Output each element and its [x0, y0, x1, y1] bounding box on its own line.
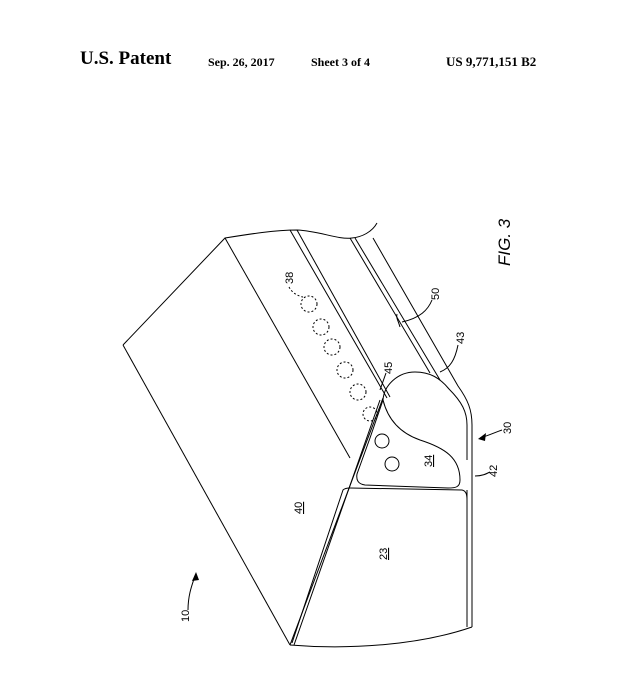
label-38: 38: [284, 272, 296, 284]
strip-line-3: [349, 237, 431, 374]
arrowhead-30: [478, 433, 486, 441]
dashed-hole: [312, 318, 330, 336]
outer-edge: [122, 222, 378, 346]
top-face-edge: [224, 237, 351, 459]
hole: [384, 456, 400, 472]
right-edge: [372, 237, 473, 627]
leader-42: [474, 471, 491, 477]
long-left-edge: [122, 344, 291, 646]
patent-number: US 9,771,151 B2: [446, 54, 537, 69]
diagonal-strip-b: [293, 399, 381, 646]
leader-43: [439, 344, 459, 373]
hole: [374, 433, 390, 449]
label-40: 40: [293, 502, 305, 514]
panel-23: [291, 487, 468, 644]
strip-line-1: [289, 229, 388, 399]
flange-50: [396, 313, 401, 328]
dashed-hole: [349, 383, 367, 401]
bottom-edge: [289, 626, 473, 648]
figure-caption: FIG. 3: [495, 218, 514, 266]
leader-38: [288, 286, 304, 298]
diagonal-strip-a: [289, 397, 384, 646]
bulb-43: [382, 371, 468, 460]
label-42: 42: [488, 465, 500, 477]
fastener-holes-38: [300, 295, 378, 422]
leader-50: [401, 299, 433, 323]
label-30: 30: [502, 422, 514, 434]
reference-labels: 38 50 43 45 30 42 34 40 23 10 FIG. 3: [180, 218, 514, 622]
strip-line-4: [354, 237, 441, 381]
label-10: 10: [180, 610, 192, 622]
dashed-hole: [300, 295, 318, 313]
arrow-10: [187, 575, 196, 611]
region-34: [356, 399, 461, 489]
patent-office-title: U.S. Patent: [80, 48, 172, 69]
label-50: 50: [430, 288, 442, 300]
label-23: 23: [378, 548, 390, 560]
patent-date: Sep. 26, 2017: [208, 55, 275, 69]
label-43: 43: [455, 332, 467, 344]
label-34: 34: [423, 455, 435, 467]
leader-45: [379, 372, 387, 391]
strip-line-2: [296, 229, 391, 398]
label-45: 45: [383, 362, 395, 374]
dashed-hole: [323, 338, 341, 356]
dashed-hole: [362, 406, 378, 422]
arrowhead-10: [192, 572, 199, 581]
sheet-number: Sheet 3 of 4: [311, 55, 370, 69]
dashed-hole: [336, 361, 354, 379]
drawing-lines: [122, 222, 503, 648]
